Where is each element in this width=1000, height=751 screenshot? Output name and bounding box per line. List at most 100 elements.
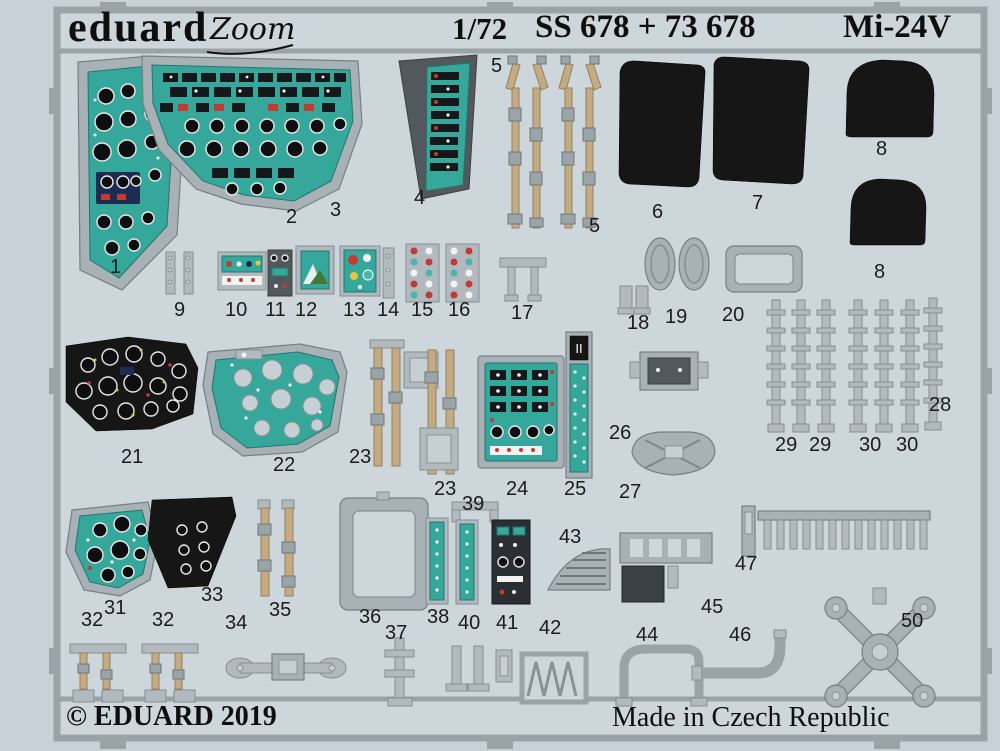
- part-10-placard: [217, 251, 267, 291]
- part-8-arch-top: [845, 59, 935, 138]
- part-35-seatbelts: [257, 499, 296, 597]
- fret-tabs: [49, 2, 992, 749]
- part-25-strip: II: [565, 331, 593, 479]
- part-47-grille: [741, 505, 931, 557]
- part-label-36: 36: [359, 606, 382, 628]
- product-code: SS 678 + 73 678: [535, 9, 756, 45]
- part-label-9: 9: [174, 299, 186, 321]
- part-label-23a: 23: [349, 446, 372, 468]
- brand-logo: eduard: [68, 5, 209, 51]
- part-9-strips: [165, 251, 194, 295]
- copyright-text: © EDUARD 2019: [66, 701, 277, 732]
- part-19-pads: [644, 237, 710, 291]
- part-label-18: 18: [627, 312, 650, 334]
- part-label-16: 16: [448, 299, 471, 321]
- part-label-8a: 8: [876, 138, 888, 160]
- part-label-10: 10: [225, 299, 248, 321]
- part-label-25: 25: [564, 478, 587, 500]
- part-label-42: 42: [539, 617, 562, 639]
- part-label-34: 34: [225, 612, 248, 634]
- part-label-44: 44: [636, 624, 659, 646]
- part-34-bracket: [225, 653, 347, 681]
- part-24-center-console: [477, 355, 565, 469]
- part-26-box: [629, 351, 709, 391]
- part-25-marking: II: [575, 341, 582, 356]
- part-44-tube-frame: [615, 644, 708, 707]
- part-label-19: 19: [665, 306, 688, 328]
- part-14-strip: [382, 247, 395, 299]
- part-label-23b: 23: [434, 478, 457, 500]
- part-16-lamp-strip: [445, 243, 480, 303]
- part-label-40: 40: [458, 612, 481, 634]
- part-label-11: 11: [265, 299, 286, 321]
- made-in-text: Made in Czech Republic: [612, 702, 890, 733]
- part-label-4: 4: [414, 187, 426, 209]
- part-label-50: 50: [901, 610, 924, 632]
- part-27-hull-piece: [631, 431, 716, 476]
- part-50-cross-mount: [824, 587, 936, 708]
- part-36-frame: [339, 491, 429, 611]
- part-label-5b: 5: [589, 215, 601, 237]
- zoom-underline: [206, 44, 294, 55]
- part-label-38: 38: [427, 606, 450, 628]
- part-37-small-bracket: [384, 637, 415, 707]
- part-33-triangle-panel: [147, 496, 237, 589]
- part-46-corner-frame: [691, 629, 787, 681]
- part-11-box: [267, 249, 293, 297]
- part-label-20: 20: [722, 304, 745, 326]
- part-31-lower-panel: [65, 501, 159, 597]
- small-fittings: [445, 645, 513, 692]
- zoom-series-logo: Zoom: [210, 12, 296, 47]
- part-label-32a: 32: [81, 609, 104, 631]
- part-label-28: 28: [929, 394, 952, 416]
- part-label-24: 24: [506, 478, 529, 500]
- part-label-31: 31: [104, 597, 127, 619]
- part-label-8b: 8: [874, 261, 886, 283]
- part-label-2: 2: [286, 206, 298, 228]
- part-label-43: 43: [559, 526, 582, 548]
- part-8-arch-bottom: [849, 178, 927, 246]
- part-label-26: 26: [609, 422, 632, 444]
- part-label-35: 35: [269, 599, 292, 621]
- part-label-6: 6: [652, 201, 664, 223]
- part-2-3-cockpit-panel: [141, 55, 363, 212]
- part-5-seatbelt-set: [505, 55, 602, 229]
- part-label-39: 39: [462, 493, 485, 515]
- part-label-37: 37: [385, 622, 408, 644]
- part-42-spring-plate: [519, 651, 589, 705]
- part-label-14: 14: [377, 299, 400, 321]
- part-label-15: 15: [411, 299, 434, 321]
- part-17-bracket: [499, 257, 547, 302]
- part-13-placard: [339, 245, 381, 297]
- part-label-1: 1: [110, 256, 122, 278]
- part-18-fittings: [617, 285, 651, 315]
- part-label-13: 13: [343, 299, 366, 321]
- part-label-17: 17: [511, 302, 534, 324]
- scale-label: 1/72: [452, 11, 508, 46]
- part-20-window-frame: [725, 245, 803, 293]
- part-label-46: 46: [729, 624, 752, 646]
- part-38-strip: [425, 517, 449, 605]
- part-label-3: 3: [330, 199, 342, 221]
- part-label-30a: 30: [859, 434, 882, 456]
- part-41-equipment-box: [491, 519, 531, 605]
- part-label-32b: 32: [152, 609, 175, 631]
- part-43-vent: [547, 548, 611, 591]
- part-6-panel: [618, 60, 706, 188]
- part-label-27: 27: [619, 481, 642, 503]
- part-45-vent-panel: [619, 532, 713, 603]
- part-label-21: 21: [121, 446, 144, 468]
- part-label-30b: 30: [896, 434, 919, 456]
- part-15-lamp-strip: [405, 243, 440, 303]
- part-4-side-console: [398, 54, 478, 200]
- part-40-strip: [455, 519, 479, 605]
- part-39-bracket: [451, 501, 499, 523]
- part-label-7: 7: [752, 192, 764, 214]
- part-label-5a: 5: [491, 55, 503, 77]
- subject-name: Mi-24V: [843, 9, 952, 45]
- part-21-dial-panel: [65, 336, 199, 432]
- part-label-41: 41: [496, 612, 519, 634]
- part-label-33: 33: [201, 584, 224, 606]
